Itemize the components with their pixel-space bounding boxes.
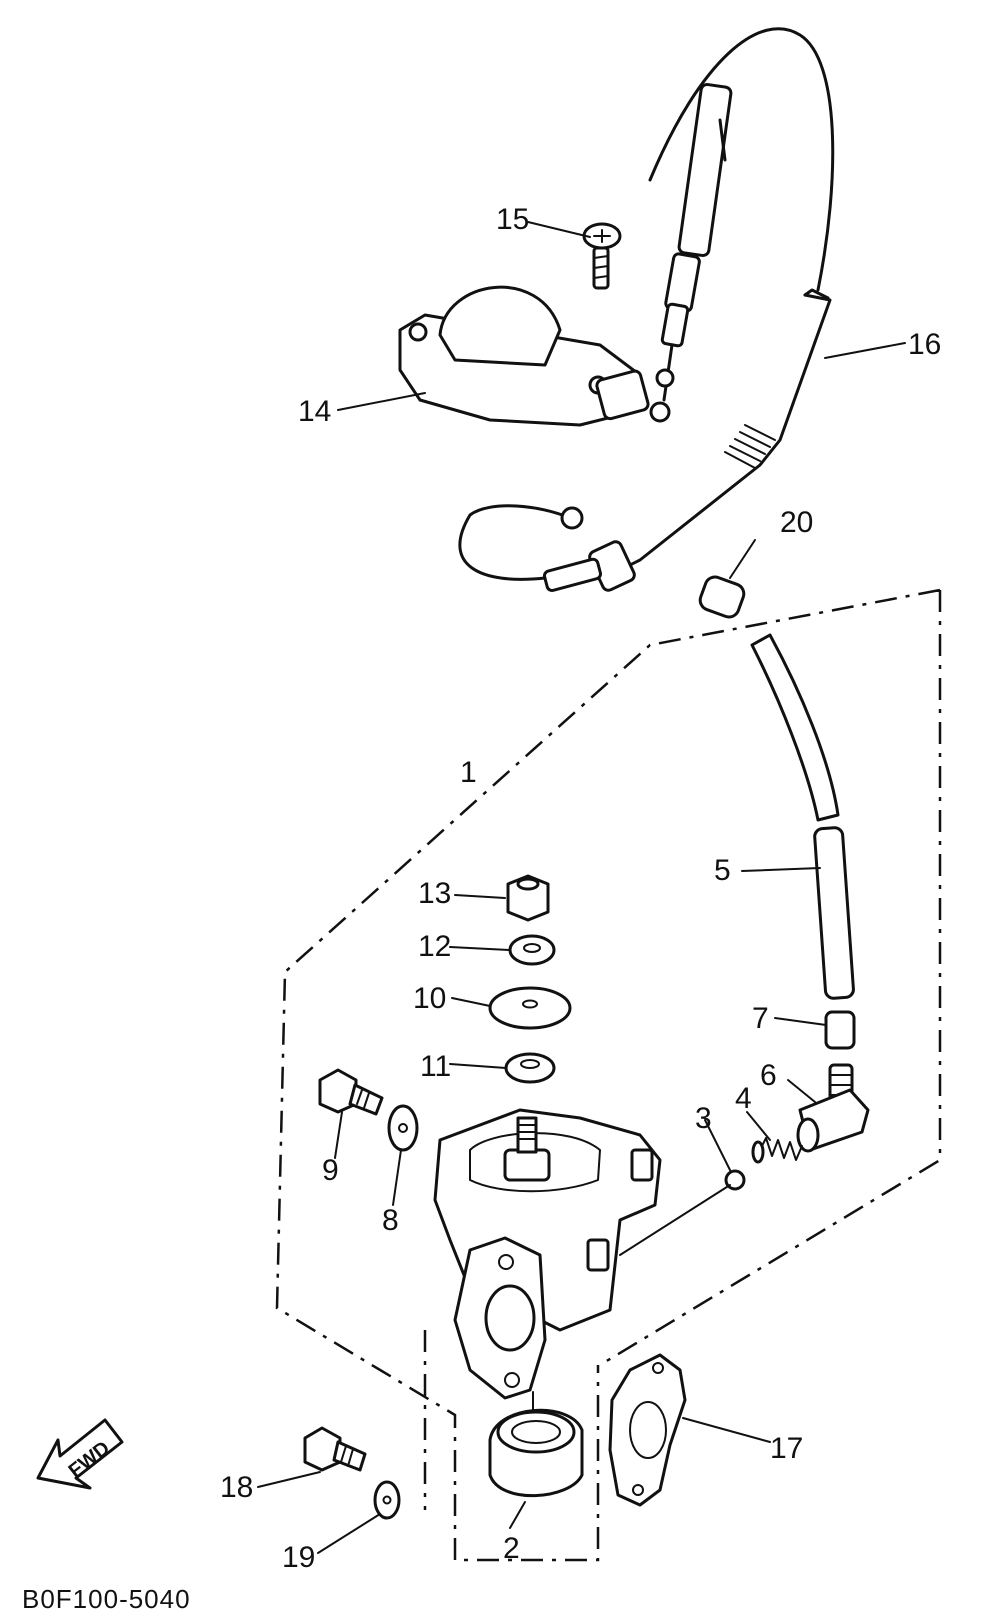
part-19-washer: [373, 1480, 401, 1520]
callout-17: 17: [770, 1432, 803, 1465]
part-2-seal: [488, 1408, 584, 1498]
part-8-washer: [387, 1104, 419, 1152]
part-12-washer: [508, 934, 556, 966]
callout-11: 11: [420, 1050, 451, 1083]
part-10-washer: [488, 986, 572, 1030]
diagram-code: B0F100-5040: [22, 1584, 191, 1614]
part-17-gasket: [608, 1353, 687, 1507]
assembly-outline: [275, 588, 942, 1562]
part-13-nut: [506, 874, 550, 922]
callout-6: 6: [760, 1059, 777, 1092]
leader-lines: [257, 221, 906, 1554]
part-16-cable: [458, 27, 835, 593]
callout-5: 5: [714, 854, 731, 887]
callout-8: 8: [382, 1204, 399, 1237]
part-20-cap: [698, 575, 746, 619]
callout-15: 15: [496, 203, 529, 236]
part-9-bolt: [318, 1068, 384, 1116]
callout-12: 12: [418, 930, 451, 963]
callout-14: 14: [298, 395, 331, 428]
part-11-grommet: [504, 1052, 556, 1084]
part-4-spring: [751, 1137, 803, 1164]
callout-16: 16: [908, 328, 941, 361]
callout-1: 1: [460, 756, 477, 789]
callout-20: 20: [780, 506, 813, 539]
callout-3: 3: [695, 1102, 712, 1135]
part-5-hose: [750, 633, 855, 1000]
callout-18: 18: [220, 1471, 253, 1504]
callout-9: 9: [322, 1154, 339, 1187]
part-15-screw: [582, 222, 622, 290]
callout-2: 2: [503, 1532, 520, 1565]
part-6-elbow: [796, 1063, 870, 1153]
part-1-pump-body: [433, 1108, 662, 1400]
part-18-bolt: [303, 1426, 367, 1472]
callout-13: 13: [418, 877, 451, 910]
part-7-fitting: [824, 1010, 856, 1050]
callout-19: 19: [282, 1541, 315, 1574]
callout-10: 10: [413, 982, 446, 1015]
callout-labels: 1 2 3 4 5 6 7 8 9 10 11 12 13 14 15 16 1…: [220, 203, 941, 1574]
callout-4: 4: [735, 1082, 752, 1115]
callout-7: 7: [752, 1002, 769, 1035]
forward-arrow-icon: FWD: [36, 1418, 124, 1490]
part-14-cover: [398, 285, 650, 427]
